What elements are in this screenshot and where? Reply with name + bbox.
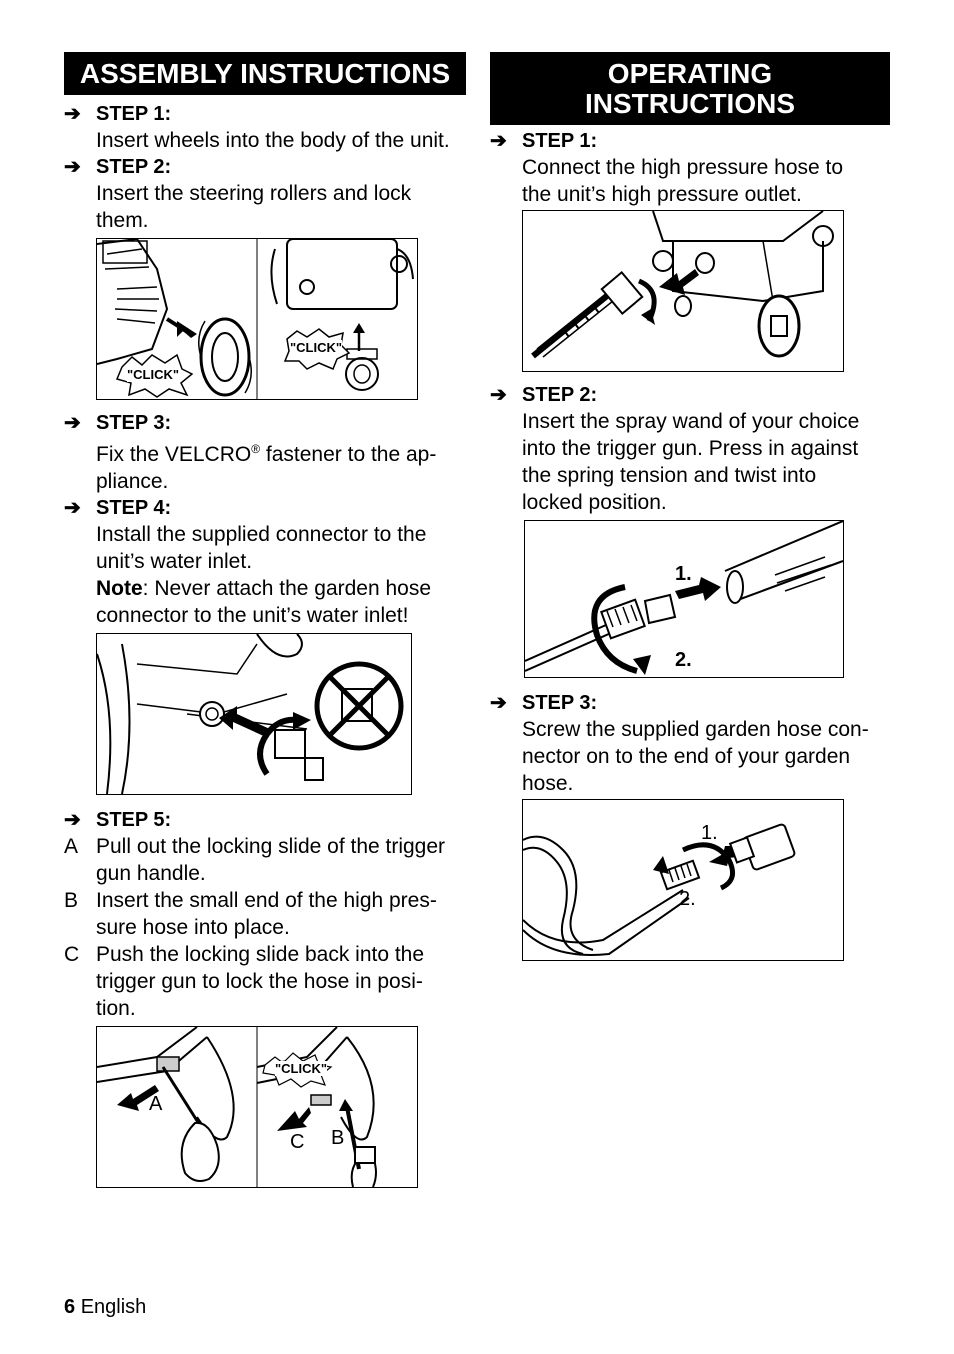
- page-footer: 6 English: [64, 1296, 146, 1319]
- assembly-section: ASSEMBLY INSTRUCTIONS ➔STEP 1: Insert wh…: [64, 52, 466, 1188]
- figure-trigger-gun: "CLICK" A C B: [96, 1026, 418, 1188]
- arrow-right-icon: ➔: [64, 103, 81, 125]
- arrow-right-icon: ➔: [64, 497, 81, 519]
- assembly-step1-label: ➔STEP 1:: [64, 103, 172, 125]
- step-num-1: 1.: [675, 563, 692, 585]
- figure-garden-hose: 1. 2.: [522, 799, 844, 961]
- operating-step3-text: Screw the supplied garden hose con-necto…: [522, 718, 869, 795]
- operating-step1-label: ➔STEP 1:: [490, 130, 598, 152]
- arrow-right-icon: ➔: [490, 130, 507, 152]
- assembly-title: ASSEMBLY INSTRUCTIONS: [64, 52, 466, 95]
- page-number: 6: [64, 1296, 76, 1318]
- click-label: "CLICK": [290, 340, 343, 355]
- step-num-1: 1.: [701, 822, 718, 844]
- label-c: C: [290, 1131, 305, 1153]
- footer-language: English: [80, 1296, 147, 1318]
- assembly-step5-label: ➔STEP 5:: [64, 809, 172, 831]
- click-label: "CLICK": [275, 1061, 328, 1076]
- label-a: A: [149, 1093, 163, 1115]
- hp-outlet-illustration: [531, 211, 834, 359]
- arrow-right-icon: ➔: [64, 412, 81, 434]
- step-num-2: 2.: [675, 649, 692, 671]
- assembly-step3-text: Fix the VELCRO® fastener to the ap-plian…: [96, 442, 437, 493]
- arrow-right-icon: ➔: [64, 156, 81, 178]
- arrow-right-icon: ➔: [64, 809, 81, 831]
- figure-spray-wand: 1. 2.: [524, 520, 844, 678]
- assembly-step2-label: ➔STEP 2:: [64, 156, 172, 178]
- assembly-step3-label: ➔STEP 3:: [64, 412, 172, 434]
- arrow-right-icon: ➔: [490, 692, 507, 714]
- arrow-right-icon: ➔: [490, 384, 507, 406]
- water-inlet-illustration: [97, 634, 404, 794]
- trigger-gun-illustration: [97, 1027, 377, 1187]
- figure-hp-outlet: [522, 210, 844, 372]
- step-num-2: 2.: [679, 888, 696, 910]
- figure-wheels: "CLICK" "CLICK": [96, 238, 418, 400]
- figure-water-inlet: [96, 633, 412, 795]
- operating-step3-label: ➔STEP 3:: [490, 692, 598, 714]
- assembly-step1-text: Insert wheels into the body of the unit.: [96, 129, 450, 152]
- spray-wand-illustration: [525, 521, 843, 675]
- click-label: "CLICK": [127, 367, 180, 382]
- label-b: B: [331, 1127, 345, 1149]
- assembly-step4-label: ➔STEP 4:: [64, 497, 172, 519]
- operating-step2-label: ➔STEP 2:: [490, 384, 598, 406]
- garden-hose-illustration: [523, 823, 796, 956]
